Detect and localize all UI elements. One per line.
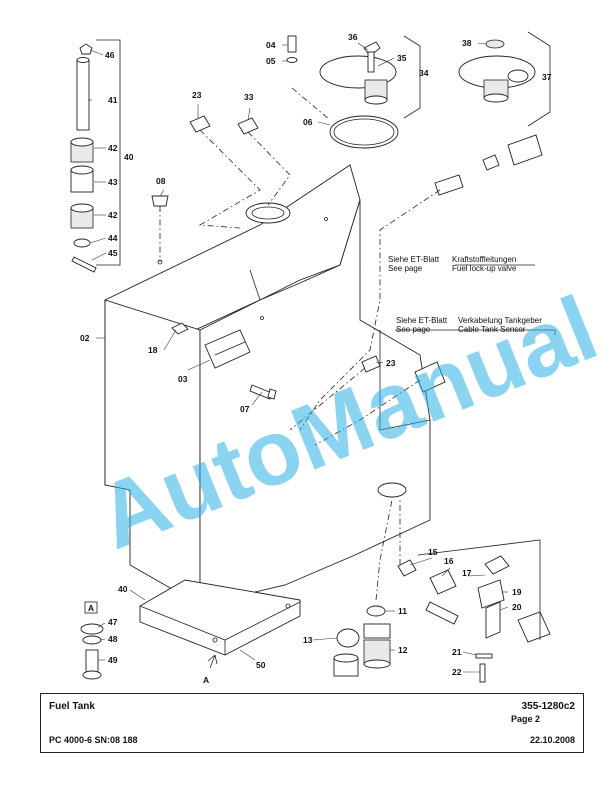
callout-05: 05	[266, 56, 276, 66]
callout-04: 04	[266, 40, 276, 50]
valve-assembly	[397, 555, 551, 683]
svg-text:Siehe ET-Blatt: Siehe ET-Blatt	[388, 255, 440, 264]
filler-cap-12	[363, 623, 391, 669]
callout-44: 44	[108, 233, 118, 243]
callout-15: 15	[428, 547, 438, 557]
callout-36: 36	[348, 32, 358, 42]
drawing-title: Fuel Tank	[49, 701, 95, 712]
callout-labels: 46 41 40 42 43 42 44 45 02 18 03 07 08 2…	[80, 32, 552, 677]
reference-note-sensor: Siehe ET-Blatt Verkabelung Tankgeber See…	[396, 316, 542, 334]
reference-note-fuel-line: Siehe ET-Blatt Kraftstoffleitungen See p…	[388, 255, 517, 273]
callout-21: 21	[452, 647, 462, 657]
document-date: 22.10.2008	[529, 735, 575, 745]
callout-03: 03	[178, 374, 188, 384]
callout-18: 18	[148, 345, 158, 355]
callout-48: 48	[108, 634, 118, 644]
fuel-line-fittings	[434, 134, 543, 196]
callout-35: 35	[397, 53, 407, 63]
callout-43: 43	[108, 177, 118, 187]
callout-49: 49	[108, 655, 118, 665]
callout-42-upper: 42	[108, 143, 118, 153]
callout-41: 41	[108, 95, 118, 105]
gasket-06	[329, 115, 399, 149]
callout-12: 12	[398, 645, 408, 655]
svg-text:See page: See page	[396, 325, 431, 334]
cap-13	[333, 628, 360, 677]
cover-assembly-34	[319, 41, 397, 105]
fuel-tank-body	[103, 164, 431, 606]
callout-33: 33	[244, 92, 254, 102]
svg-text:Siehe ET-Blatt: Siehe ET-Blatt	[396, 316, 448, 325]
machine-model: PC 4000-6 SN:08 188	[49, 735, 138, 745]
cover-assembly-37	[458, 39, 536, 103]
callout-08: 08	[156, 176, 166, 186]
callout-34: 34	[419, 68, 429, 78]
callout-46: 46	[105, 50, 115, 60]
callout-07: 07	[240, 404, 250, 414]
base-plate	[139, 579, 301, 656]
view-a-arrow-label: A	[203, 675, 209, 685]
callout-22: 22	[452, 667, 462, 677]
view-a-box-label: A	[88, 603, 94, 613]
callout-13: 13	[303, 635, 313, 645]
callout-40-left: 40	[124, 152, 134, 162]
plug-08	[151, 195, 169, 207]
bolt-07	[249, 384, 277, 400]
callout-40-bottom: 40	[118, 584, 128, 594]
screw-04	[287, 35, 297, 53]
callout-11: 11	[398, 606, 407, 616]
level-sensor-body	[414, 361, 446, 393]
svg-text:Fuel lock-up valve: Fuel lock-up valve	[452, 264, 517, 273]
bolt-stack-view-a	[80, 601, 104, 680]
callout-50: 50	[256, 660, 266, 670]
svg-text:Kraftstoffleitungen: Kraftstoffleitungen	[452, 255, 516, 264]
washer-05	[286, 57, 298, 63]
callout-23-right: 23	[386, 358, 396, 368]
callout-23-top: 23	[192, 90, 202, 100]
seal-ring-11	[366, 605, 386, 617]
svg-text:See page: See page	[388, 264, 423, 273]
callout-38: 38	[462, 38, 472, 48]
title-block: Fuel Tank 355-1280c2 Page 2 PC 4000-6 SN…	[40, 693, 584, 753]
callout-37: 37	[542, 72, 552, 82]
document-number: 355-1280c2	[521, 701, 575, 712]
callout-17: 17	[462, 568, 472, 578]
callout-47: 47	[108, 617, 118, 627]
view-a-arrow	[207, 654, 218, 669]
callout-06: 06	[303, 117, 313, 127]
fittings-23-33	[189, 115, 259, 135]
svg-text:Verkabelung Tankgeber: Verkabelung Tankgeber	[458, 316, 542, 325]
callout-16: 16	[444, 556, 454, 566]
bracket	[171, 322, 251, 369]
page-number: Page 2	[511, 714, 541, 724]
callout-19: 19	[512, 587, 522, 597]
drain-assembly-stack	[70, 43, 97, 273]
svg-text:Cable Tank Sensor: Cable Tank Sensor	[458, 325, 526, 334]
callout-45: 45	[108, 248, 118, 258]
callout-42-lower: 42	[108, 210, 118, 220]
callout-20: 20	[512, 602, 522, 612]
callout-02: 02	[80, 333, 90, 343]
